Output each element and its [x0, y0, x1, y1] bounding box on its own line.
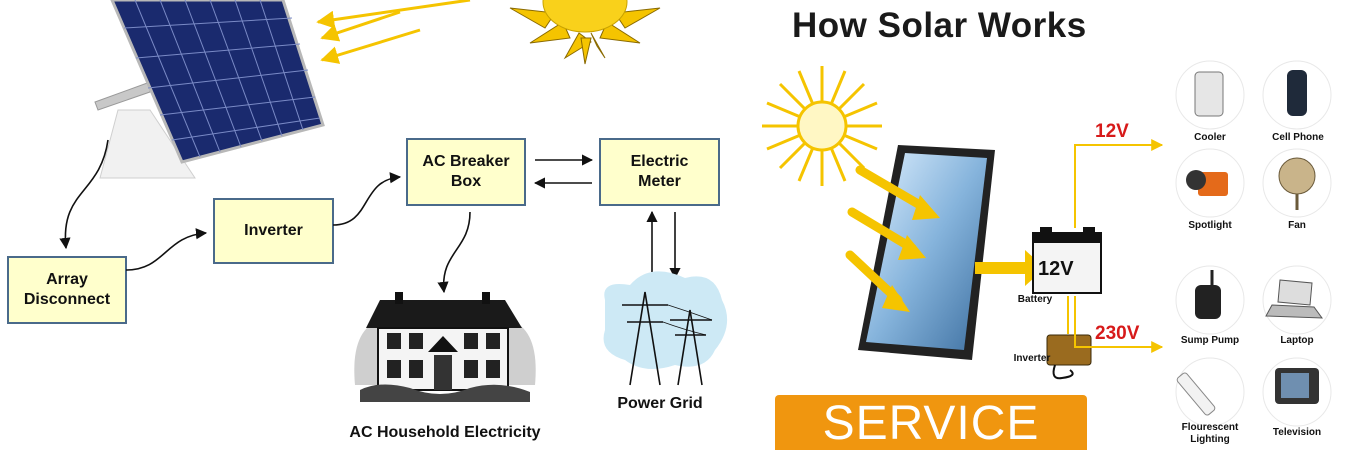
power-grid-icon [603, 271, 728, 386]
device-cooler-label: Cooler [1194, 132, 1226, 143]
panel-to-battery-arrow [975, 250, 1045, 286]
house-icon [354, 292, 536, 402]
sump-pump-icon [1195, 270, 1221, 319]
cell-phone-icon [1287, 70, 1307, 116]
electric-meter-box [599, 138, 720, 206]
device-fluorescent-label: Flourescent Lighting [1181, 422, 1239, 445]
device-laptop-label: Laptop [1280, 335, 1314, 346]
sun-icon [509, 0, 661, 65]
sun-icon [762, 66, 882, 186]
fan-icon [1278, 157, 1316, 210]
connector-arrows [59, 139, 681, 294]
distribution-lines [1067, 139, 1164, 353]
power-grid-caption: Power Grid [617, 395, 703, 412]
device-fan-label: Fan [1288, 220, 1306, 231]
fluorescent-lighting-icon [1176, 372, 1216, 416]
page-title: How Solar Works [792, 6, 1087, 45]
array-disconnect-box [7, 256, 127, 324]
household-caption: AC Household Electricity [349, 424, 541, 441]
device-cell-phone-label: Cell Phone [1272, 132, 1324, 143]
sun-rays-left [316, 0, 471, 64]
ac-breaker-box [406, 138, 526, 206]
battery-face-label: 12V [1038, 258, 1074, 280]
ac-breaker-box-label: AC Breaker Box [422, 153, 510, 190]
inverter-label: Inverter [244, 222, 303, 239]
service-banner[interactable]: SERVICE [775, 395, 1087, 450]
battery-icon [1032, 227, 1102, 294]
device-sump-pump-label: Sump Pump [1180, 335, 1240, 346]
electric-meter-label: Electric Meter [630, 153, 689, 190]
laptop-icon [1265, 279, 1324, 319]
cooler-icon [1194, 71, 1224, 117]
television-icon [1275, 368, 1319, 404]
solar-panel-icon [94, 0, 325, 179]
device-spotlight-label: Spotlight [1188, 220, 1232, 231]
inverter-label-right: Inverter [1013, 353, 1051, 364]
battery-label: Battery [1017, 294, 1053, 305]
spotlight-icon [1186, 170, 1228, 196]
voltage-230v: 230V [1095, 323, 1140, 344]
inverter-box [213, 198, 334, 264]
inverter-icon [1046, 334, 1092, 380]
voltage-12v: 12V [1095, 121, 1129, 142]
device-television-label: Television [1272, 427, 1322, 438]
array-disconnect-label: Array Disconnect [23, 271, 111, 308]
device-icons [1175, 60, 1332, 427]
